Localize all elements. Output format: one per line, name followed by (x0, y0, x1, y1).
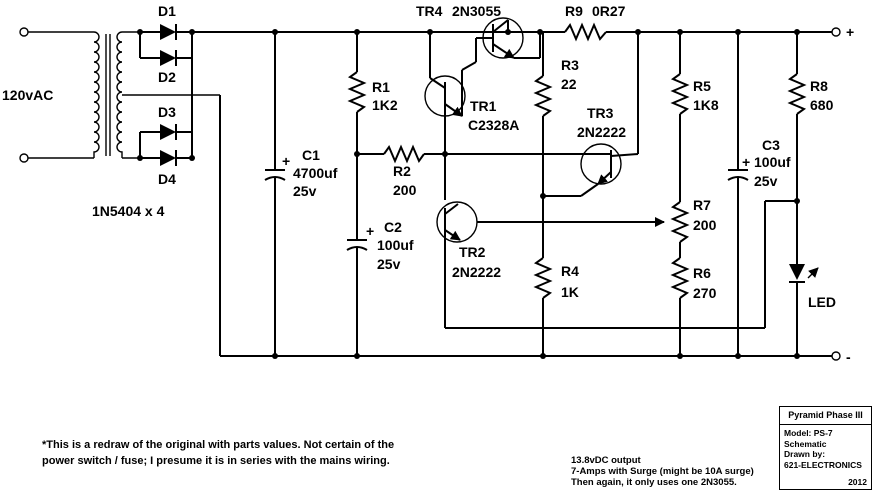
r1-ref: R1 (372, 79, 390, 95)
tr2-value: 2N2222 (452, 264, 501, 280)
output-negative-label: - (846, 349, 851, 365)
tr4-label: TR4 (416, 3, 443, 19)
output-positive-terminal (831, 27, 841, 37)
ac-input: 120vAC (2, 27, 94, 163)
c2-ref: C2 (384, 219, 402, 235)
svg-text:+: + (366, 223, 374, 239)
r8-value: 680 (810, 97, 834, 113)
title-block-year: 2012 (848, 477, 867, 487)
potentiometer-r7: R7 200 (670, 197, 717, 258)
r5-value: 1K8 (693, 97, 719, 113)
transistor-tr2: TR2 2N2222 (436, 201, 765, 329)
title-block-type: Schematic (784, 438, 827, 449)
ac-terminal-top (19, 27, 29, 37)
tr4-value: 2N3055 (452, 3, 501, 19)
r6-value: 270 (693, 285, 717, 301)
redraw-note-line-1: *This is a redraw of the original with p… (42, 439, 395, 451)
r7-value: 200 (693, 217, 717, 233)
tr1-label: TR1 (470, 98, 497, 114)
d3-label: D3 (158, 104, 176, 120)
transistor-tr4: TR4 2N3055 (416, 3, 543, 62)
r3-value: 22 (561, 76, 577, 92)
tr3-label: TR3 (587, 105, 614, 121)
output-note-line-2: 7-Amps with Surge (might be 10A surge) (571, 466, 754, 477)
resistor-r3: R3 22 (533, 32, 579, 258)
r8-ref: R8 (810, 78, 828, 94)
transistor-tr1: TR1 C2328A (424, 29, 519, 200)
c2-value: 100uf (377, 237, 414, 253)
redraw-note-line-2: power switch / fuse; I presume it is in … (42, 455, 390, 467)
diode-d4-symbol (160, 150, 176, 166)
d2-label: D2 (158, 69, 176, 85)
transistor-tr3: TR3 2N2222 (445, 32, 639, 197)
c3-voltage: 25v (754, 173, 778, 189)
capacitor-c3: + C3 100uf 25v (727, 29, 791, 359)
r1-value: 1K2 (372, 97, 398, 113)
r5-ref: R5 (693, 78, 711, 94)
tr2-label: TR2 (459, 244, 486, 260)
r2-value: 200 (393, 182, 417, 198)
capacitor-c1: + C1 4700uf 25v (264, 29, 338, 359)
rails: + - (192, 24, 854, 365)
title-block-title: Pyramid Phase III (780, 407, 871, 425)
svg-text:+: + (282, 153, 290, 169)
r2-ref: R2 (393, 163, 411, 179)
c3-value: 100uf (754, 154, 791, 170)
diode-d2-symbol (160, 50, 176, 66)
svg-text:+: + (742, 154, 750, 170)
tr3-value: 2N2222 (577, 124, 626, 140)
c3-ref: C3 (762, 137, 780, 153)
led: LED (789, 264, 836, 359)
r4-value: 1K (561, 284, 579, 300)
diode-bridge: D1 D2 D3 D4 1N5404 x 4 (92, 3, 195, 219)
title-block-model: Model: PS-7 (784, 428, 833, 438)
ac-voltage-label: 120vAC (2, 87, 53, 103)
c2-voltage: 25v (377, 256, 401, 272)
resistor-r6: R6 270 (670, 257, 717, 359)
tr1-value: C2328A (468, 117, 519, 133)
output-negative-terminal (831, 351, 841, 361)
c1-voltage: 25v (293, 183, 317, 199)
c1-value: 4700uf (293, 165, 338, 181)
output-note-line-3: Then again, it only uses one 2N3055. (571, 477, 737, 488)
capacitor-c2: + C2 100uf 25v (346, 219, 414, 359)
resistor-r5: R5 1K8 (670, 32, 719, 202)
c1-ref: C1 (302, 147, 320, 163)
output-note-line-1: 13.8vDC output (571, 455, 641, 466)
r3-ref: R3 (561, 57, 579, 73)
r6-ref: R6 (693, 265, 711, 281)
resistor-r9: R9 0R27 (564, 3, 800, 42)
diode-d3-symbol (160, 124, 176, 140)
diode-d1-symbol (160, 24, 176, 40)
title-block-drawn: Drawn by: (784, 449, 826, 459)
r9-ref: R9 (565, 3, 583, 19)
d1-label: D1 (158, 3, 176, 19)
resistor-r2: R2 200 (357, 144, 445, 198)
transformer (93, 31, 220, 159)
feedback-wire (764, 200, 797, 328)
r9-value: 0R27 (592, 3, 626, 19)
resistor-r4: R4 1K (533, 257, 579, 359)
title-block: Pyramid Phase III Model: PS-7 Schematic … (779, 406, 872, 490)
d4-label: D4 (158, 171, 176, 187)
resistor-r1: R1 1K2 (347, 29, 398, 240)
title-block-author: 621-ELECTRONICS (784, 459, 862, 470)
output-positive-label: + (846, 24, 854, 40)
resistor-r8: R8 680 (787, 32, 834, 264)
r4-ref: R4 (561, 263, 579, 279)
r7-ref: R7 (693, 197, 711, 213)
led-label: LED (808, 294, 836, 310)
diode-spec-label: 1N5404 x 4 (92, 203, 165, 219)
ac-terminal-bottom (19, 153, 29, 163)
